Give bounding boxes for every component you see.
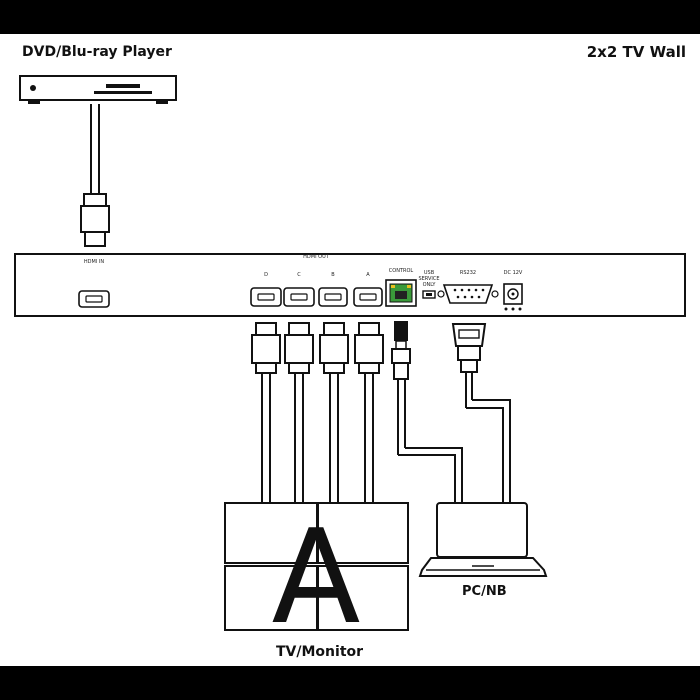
hdmi-out-port-a — [353, 287, 383, 307]
laptop-icon — [418, 502, 548, 577]
hdmi-out-text: HDMI OUT — [303, 254, 330, 260]
tv-monitor-top-right — [317, 502, 409, 564]
diagram-title: 2x2 TV Wall — [586, 43, 686, 61]
hdmi-out-port-b — [318, 287, 348, 307]
usb-sub-text-2: ONLY — [423, 282, 437, 288]
hdmi-in-port — [78, 290, 110, 308]
source-hdmi-cable — [80, 104, 110, 247]
dvd-player-icon — [19, 75, 177, 104]
hdmi-out-port-c — [283, 287, 315, 307]
usb-port — [422, 290, 436, 299]
out-port-label-d: D — [264, 272, 268, 278]
wall-image-letter: A — [272, 501, 361, 653]
tv-monitor-bottom-right — [317, 565, 409, 631]
pc-label: PC/NB — [462, 584, 507, 599]
output-hdmi-cable-3 — [319, 322, 349, 505]
source-device-label: DVD/Blu-ray Player — [22, 44, 172, 60]
out-port-label-b: B — [331, 272, 335, 278]
usb-text: USB — [424, 270, 435, 276]
rs232-port — [437, 284, 499, 304]
usb-sub-text-1: SERVICE — [418, 276, 439, 282]
hdmi-out-port-d — [250, 287, 282, 307]
display-label: TV/Monitor — [276, 644, 364, 660]
rs232-cable — [451, 323, 511, 505]
output-hdmi-cable-2 — [284, 322, 314, 505]
rs232-text: RS232 — [460, 270, 476, 276]
tv-monitor-bottom-left — [224, 565, 318, 631]
control-text: CONTROL — [389, 268, 414, 274]
hdmi-in-text: HDMI IN — [84, 259, 104, 265]
tv-monitor-top-left — [224, 502, 318, 564]
splitter-panel — [14, 253, 686, 317]
lan-cable — [391, 321, 463, 505]
output-hdmi-cable-4 — [354, 322, 384, 505]
output-hdmi-cable-1 — [251, 322, 281, 505]
dc-text: DC 12V — [504, 270, 523, 276]
tv-wall-monitors — [224, 502, 409, 631]
out-port-label-c: C — [297, 272, 301, 278]
control-lan-port — [385, 279, 417, 307]
dc-power-port — [503, 283, 523, 311]
out-port-label-a: A — [366, 272, 370, 278]
